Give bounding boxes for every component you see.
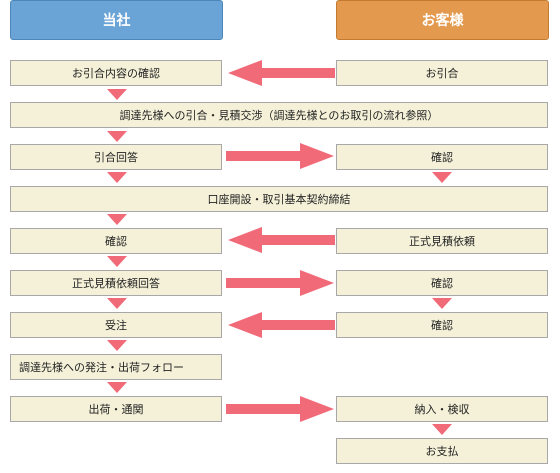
arrow-down-left-6 xyxy=(107,298,127,309)
step-formal-quote-reply: 正式見積依頼回答 xyxy=(10,270,222,296)
arrow-down-left-3 xyxy=(107,172,127,183)
arrow-customer-to-company-2 xyxy=(228,227,335,253)
step-payment: お支払 xyxy=(336,438,548,464)
customer-header: お客様 xyxy=(336,0,549,40)
arrow-down-right-2 xyxy=(432,298,452,309)
arrow-down-left-5 xyxy=(107,256,127,267)
arrow-company-to-customer-3 xyxy=(226,396,334,422)
arrow-down-left-8 xyxy=(107,382,127,393)
step-formal-quote-request: 正式見積依頼 xyxy=(336,228,548,254)
step-customer-confirm-1: 確認 xyxy=(336,144,548,170)
step-shipping-customs: 出荷・通関 xyxy=(10,396,222,422)
step-customer-confirm-2: 確認 xyxy=(336,270,548,296)
step-delivery-inspection: 納入・検収 xyxy=(336,396,548,422)
arrow-down-left-7 xyxy=(107,340,127,351)
step-supplier-negotiation: 調達先様への引合・見積交渉（調達先様とのお取引の流れ参照） xyxy=(10,102,548,128)
arrow-down-right-3 xyxy=(432,424,452,435)
arrow-company-to-customer-1 xyxy=(226,143,334,169)
arrow-company-to-customer-2 xyxy=(226,270,334,296)
arrow-down-left-4 xyxy=(107,214,127,225)
step-supplier-order-follow: 調達先様への発注・出荷フォロー xyxy=(10,354,222,380)
step-customer-inquiry: お引合 xyxy=(336,60,548,86)
arrow-customer-to-company-1 xyxy=(228,60,335,86)
arrow-down-left-1 xyxy=(107,89,127,100)
arrow-down-right-1 xyxy=(432,172,452,183)
step-account-contract: 口座開設・取引基本契約締結 xyxy=(10,186,548,212)
step-company-confirm: 確認 xyxy=(10,228,222,254)
step-order-received: 受注 xyxy=(10,312,222,338)
step-inquiry-reply: 引合回答 xyxy=(10,144,222,170)
company-header: 当社 xyxy=(10,0,223,40)
arrow-down-left-2 xyxy=(107,131,127,142)
step-inquiry-confirmation: お引合内容の確認 xyxy=(10,60,222,86)
arrow-customer-to-company-3 xyxy=(228,312,335,338)
step-customer-confirm-3: 確認 xyxy=(336,312,548,338)
